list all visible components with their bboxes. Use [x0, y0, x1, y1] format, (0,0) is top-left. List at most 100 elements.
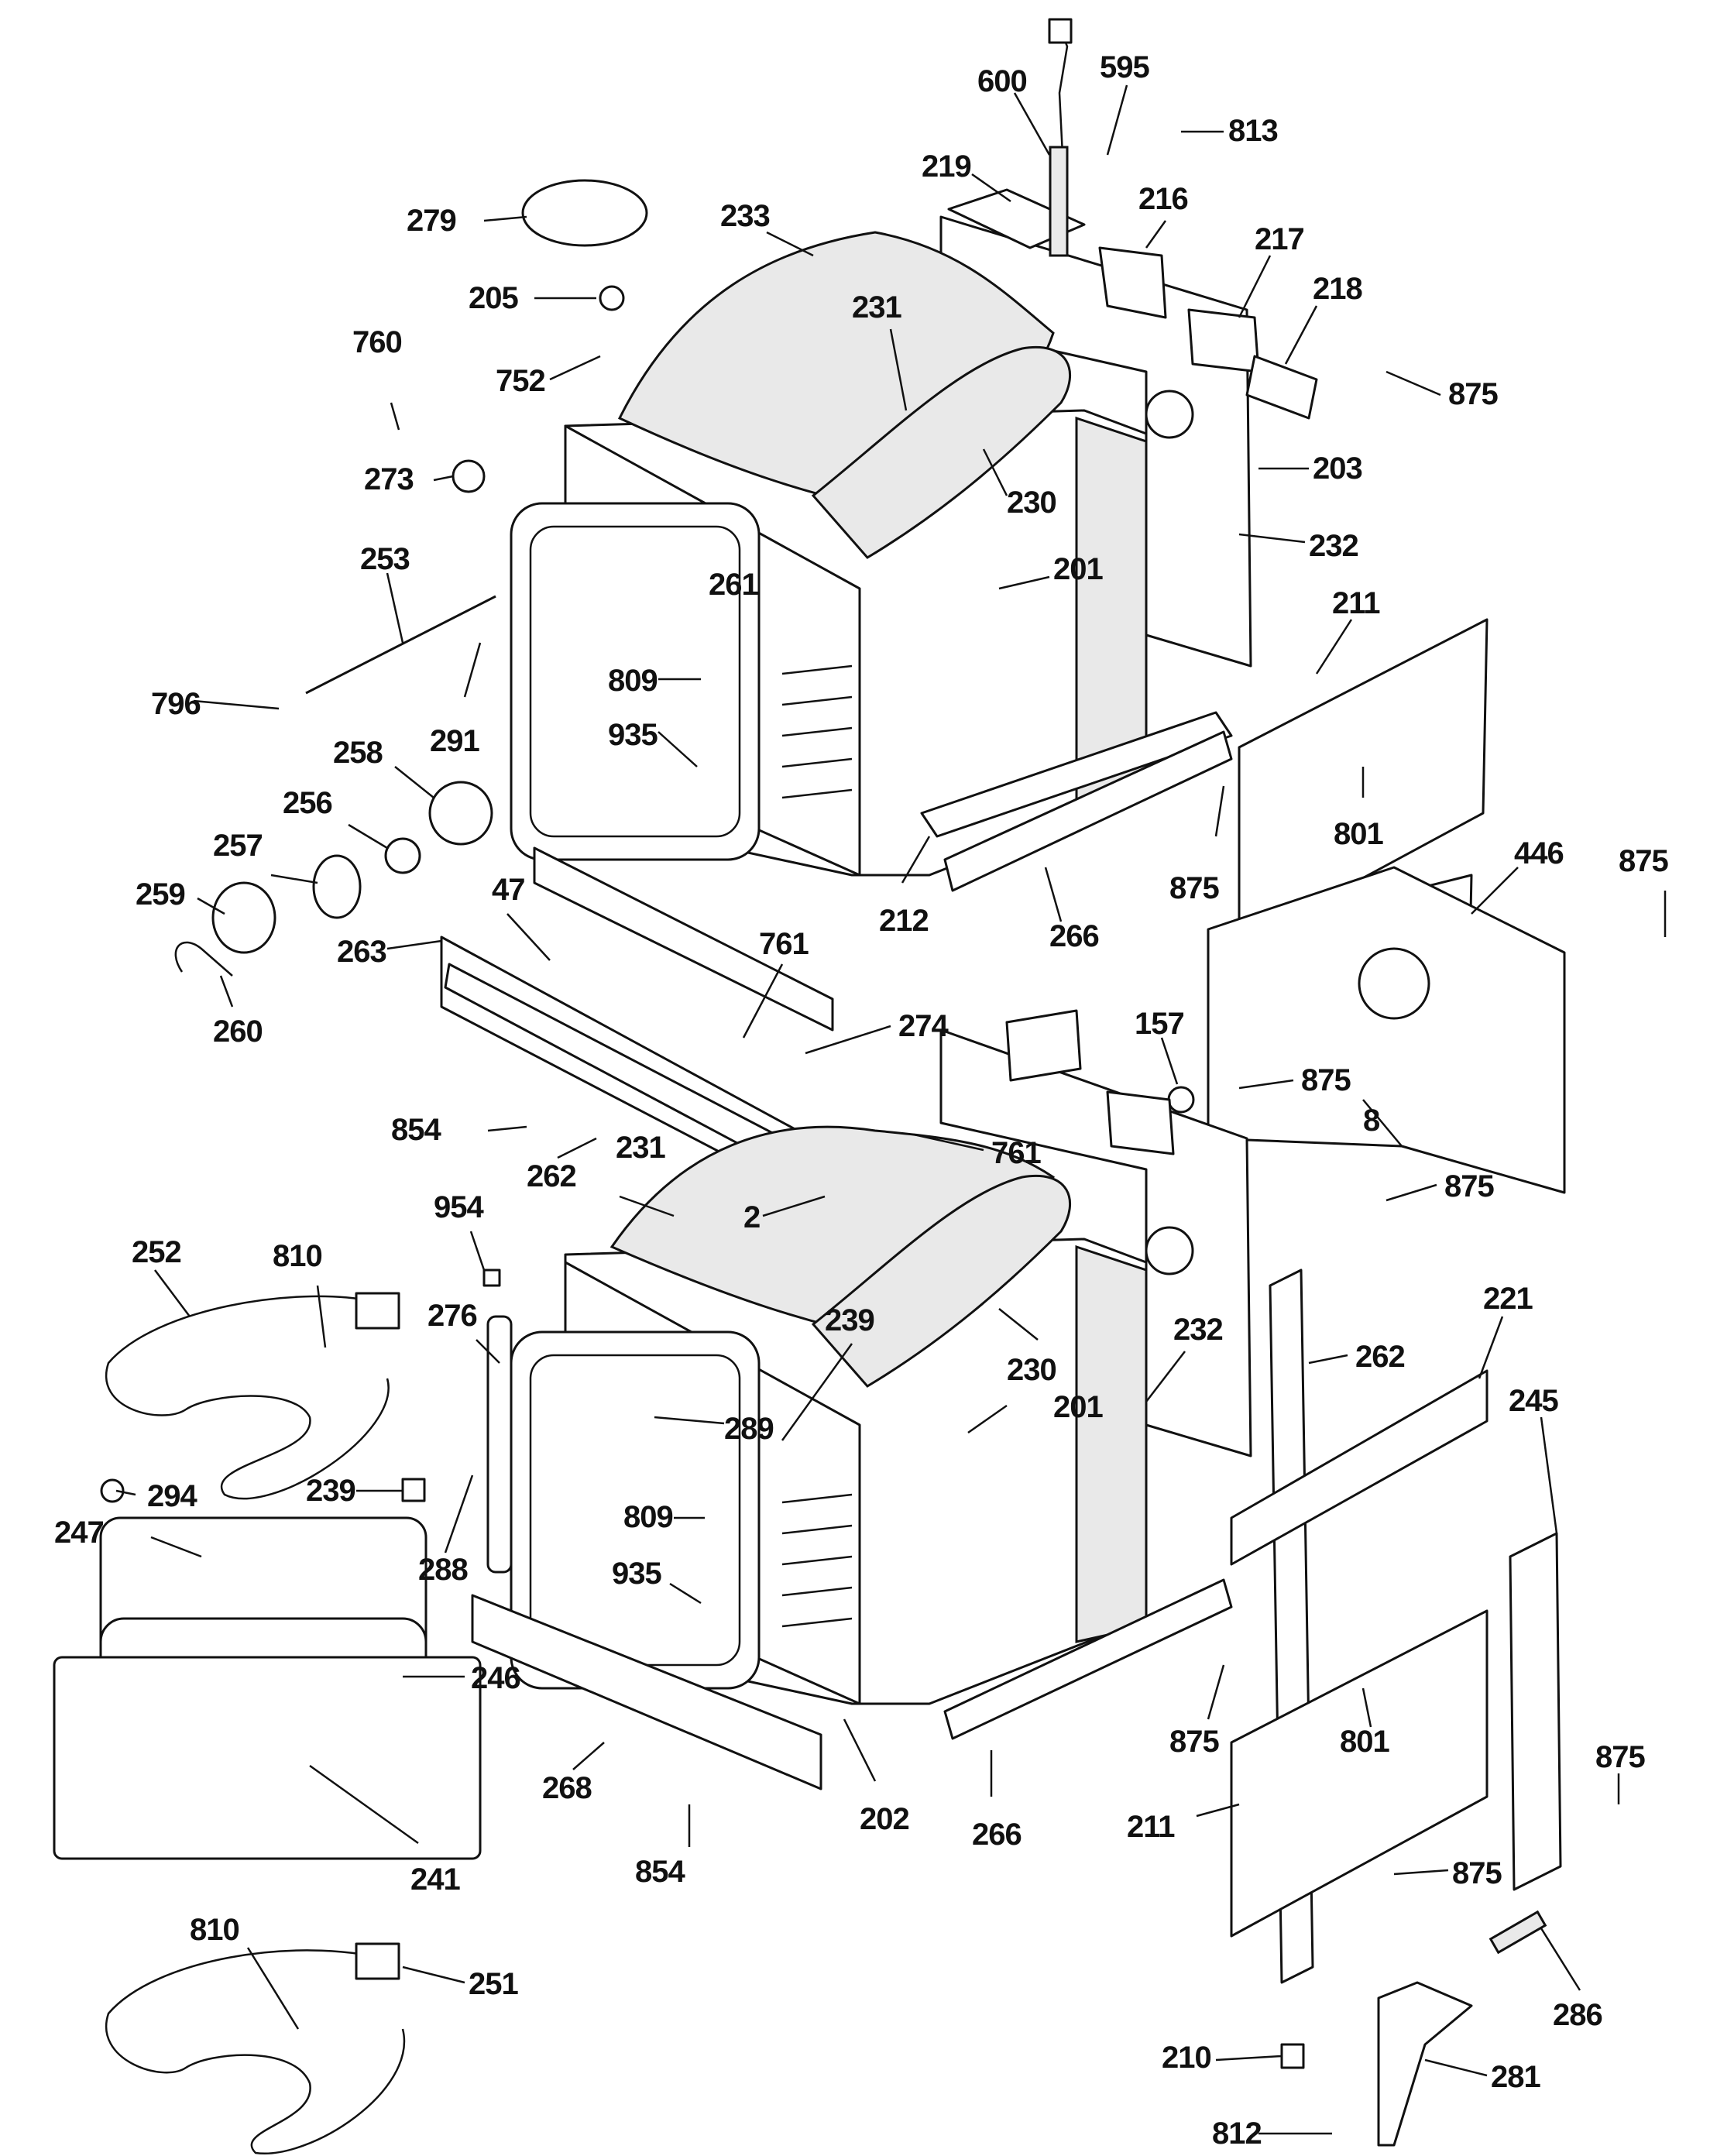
label-810-a: 810 — [273, 1239, 322, 1273]
label-210: 210 — [1162, 2041, 1211, 2075]
side-insulation-lower — [1075, 1245, 1148, 1643]
gasket-276 — [486, 1315, 513, 1574]
label-47: 47 — [492, 873, 525, 907]
panel-8 — [1207, 866, 1566, 1194]
label-752: 752 — [496, 364, 545, 398]
part-205 — [599, 285, 625, 311]
label-288: 288 — [418, 1553, 468, 1587]
label-875-h: 875 — [1452, 1856, 1502, 1890]
label-212: 212 — [879, 904, 929, 938]
label-219: 219 — [922, 149, 971, 184]
label-801-a: 801 — [1334, 817, 1383, 851]
label-233: 233 — [720, 199, 770, 233]
label-157: 157 — [1135, 1007, 1184, 1041]
label-796: 796 — [151, 687, 201, 721]
oven-cavity-upper — [510, 502, 761, 861]
duct-assembly — [440, 846, 1195, 1287]
label-810-b: 810 — [190, 1913, 239, 1947]
clip-294 — [100, 1478, 125, 1503]
spring-286 — [1489, 1910, 1547, 1955]
label-875-f: 875 — [1169, 1725, 1219, 1759]
leader-lines — [115, 84, 1667, 2135]
label-813: 813 — [1228, 114, 1278, 148]
clip-157 — [1167, 1086, 1195, 1114]
lower-oven-assembly — [471, 1009, 1562, 2147]
oven-cavity-inner-upper — [529, 525, 741, 838]
label-218: 218 — [1313, 272, 1362, 306]
label-246: 246 — [471, 1661, 520, 1695]
label-239-b: 239 — [306, 1474, 355, 1508]
oven-rack-241 — [53, 1656, 482, 1860]
trim-268 — [471, 1594, 822, 1790]
clip-954 — [482, 1269, 501, 1287]
back-wall-port — [1145, 390, 1194, 439]
label-201-a: 201 — [1053, 552, 1103, 586]
label-954: 954 — [434, 1190, 484, 1224]
label-202: 202 — [860, 1802, 909, 1836]
panel-221 — [1230, 1369, 1489, 1566]
probe-253 — [305, 595, 496, 695]
back-wall-lower-port — [1145, 1226, 1194, 1275]
label-268: 268 — [542, 1771, 592, 1805]
label-761-a: 761 — [759, 927, 809, 961]
label-875-b: 875 — [1619, 844, 1668, 878]
label-812: 812 — [1212, 2117, 1262, 2151]
label-809-b: 809 — [623, 1500, 673, 1534]
label-263: 263 — [337, 935, 386, 969]
label-231-b: 231 — [616, 1131, 665, 1165]
bracket-216 — [1098, 246, 1167, 319]
label-253: 253 — [360, 542, 410, 576]
label-211-a: 211 — [1332, 586, 1380, 620]
lamp-parts — [174, 179, 648, 977]
label-2: 2 — [743, 1200, 760, 1234]
label-262-b: 262 — [1355, 1340, 1405, 1374]
label-294: 294 — [147, 1479, 197, 1513]
label-257: 257 — [213, 829, 263, 863]
wire-clip-260 — [174, 941, 233, 977]
hinge-281 — [1377, 1981, 1473, 2147]
label-286: 286 — [1553, 1998, 1602, 2032]
panel-8-port — [1358, 947, 1430, 1020]
label-258: 258 — [333, 736, 383, 770]
label-261: 261 — [709, 568, 758, 602]
label-289: 289 — [724, 1412, 774, 1446]
label-854-a: 854 — [391, 1113, 441, 1147]
label-260: 260 — [213, 1014, 263, 1049]
harness-coil — [1049, 146, 1069, 257]
bake-element-251 — [105, 1949, 406, 2155]
harness-connector — [1048, 18, 1073, 44]
element-terminal-upper — [355, 1292, 400, 1330]
label-8: 8 — [1363, 1104, 1380, 1138]
label-761-b: 761 — [991, 1136, 1041, 1170]
label-241: 241 — [410, 1862, 460, 1897]
insulation-wrap-231 — [811, 346, 1072, 559]
broil-element-252 — [105, 1295, 390, 1500]
label-595: 595 — [1100, 50, 1149, 84]
bracket-lower-2 — [1106, 1090, 1175, 1155]
label-854-b: 854 — [635, 1855, 685, 1889]
label-245: 245 — [1509, 1384, 1558, 1418]
label-279: 279 — [407, 204, 456, 238]
bracket-217 — [1187, 308, 1260, 373]
label-230-b: 230 — [1007, 1353, 1056, 1387]
lamp-receptacle-258 — [428, 781, 493, 846]
part-210 — [1280, 2043, 1305, 2069]
bracket-lower — [1005, 1009, 1082, 1082]
label-217: 217 — [1255, 222, 1304, 256]
label-276: 276 — [428, 1299, 477, 1333]
label-203: 203 — [1313, 451, 1362, 486]
label-252: 252 — [132, 1235, 181, 1269]
rack-supports-upper — [781, 664, 853, 799]
label-216: 216 — [1138, 182, 1188, 216]
label-232-b: 232 — [1173, 1313, 1223, 1347]
label-247: 247 — [54, 1516, 104, 1550]
label-281: 281 — [1491, 2060, 1540, 2094]
label-201-b: 201 — [1053, 1390, 1103, 1424]
part-labels: 600 595 813 219 216 217 218 875 279 233 … — [54, 50, 1669, 2151]
bulb-257 — [312, 854, 362, 919]
rail-266-lower — [943, 1578, 1233, 1740]
label-256: 256 — [283, 786, 332, 820]
label-274: 274 — [898, 1009, 949, 1043]
label-875-a: 875 — [1448, 377, 1498, 411]
